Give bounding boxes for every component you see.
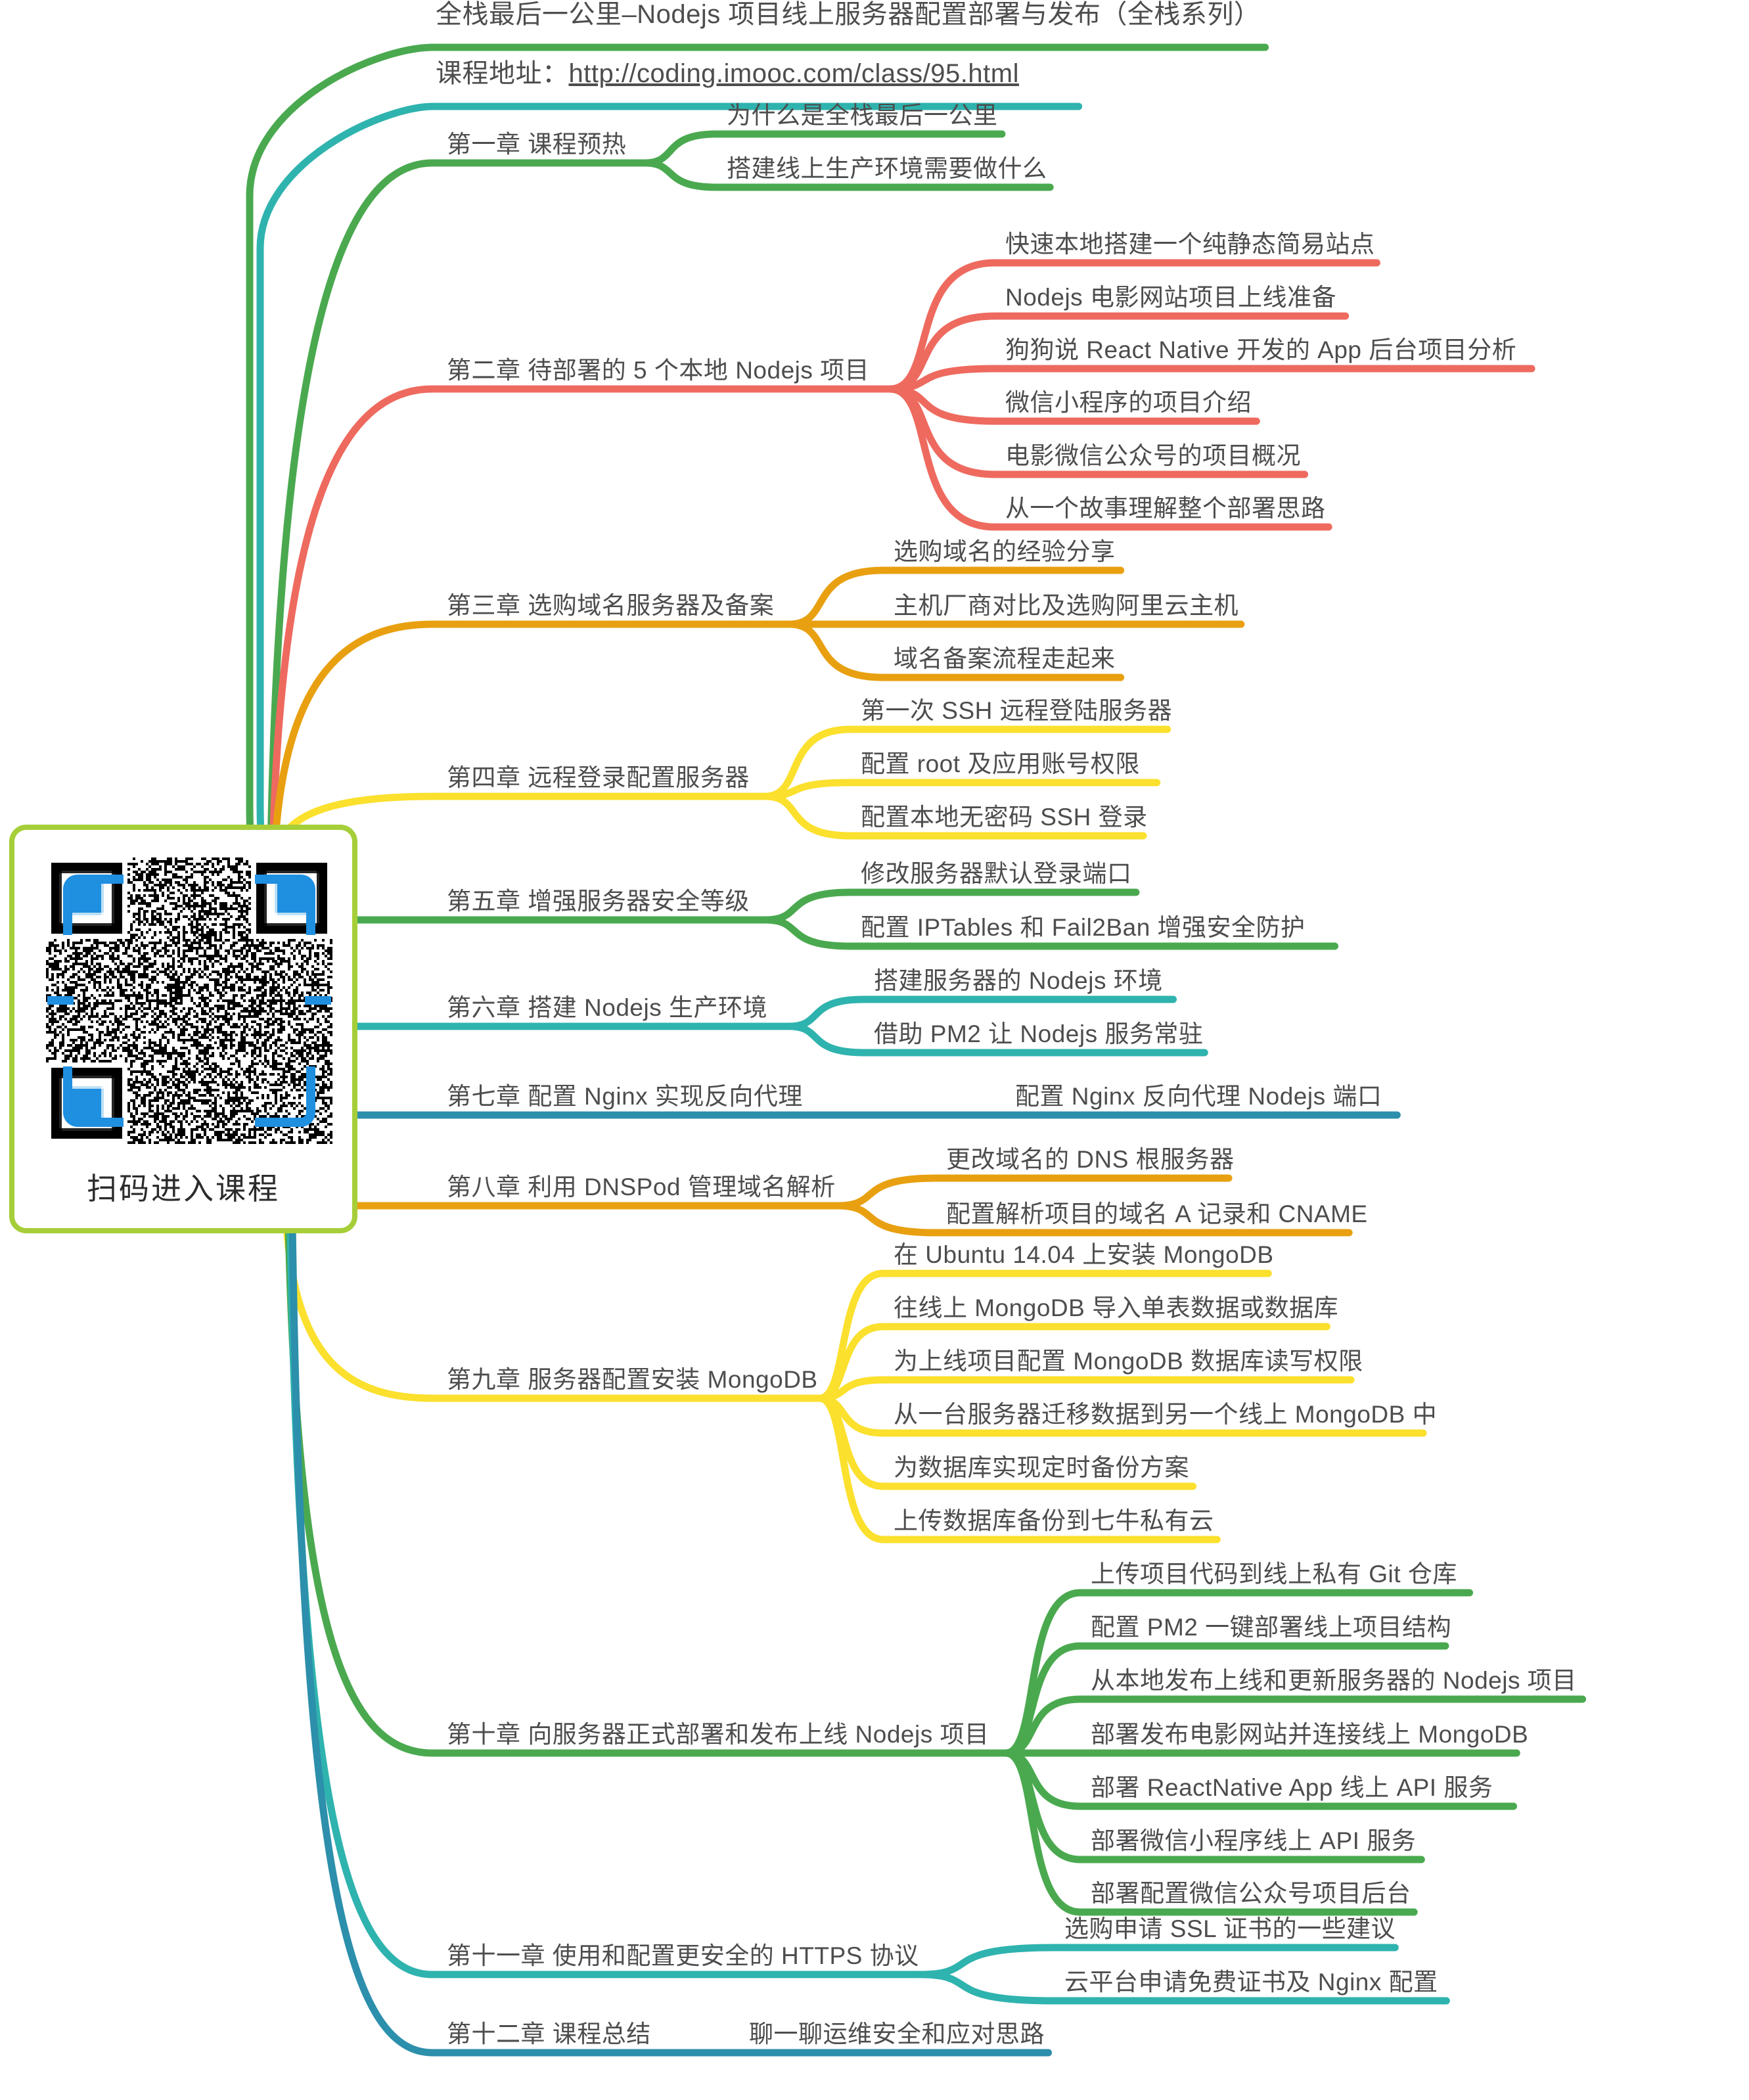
qr-bracket-top-right-icon bbox=[255, 875, 315, 935]
branch-line bbox=[1002, 1749, 1084, 1916]
branch-line bbox=[761, 792, 854, 840]
branch-line bbox=[641, 159, 720, 191]
qr-bracket-bottom-right-icon bbox=[255, 1066, 315, 1127]
branch-line bbox=[267, 159, 436, 856]
chapter-label-ch2: 第二章 待部署的 5 个本地 Nodejs 项目 bbox=[447, 357, 870, 384]
branch-line bbox=[816, 1394, 887, 1543]
item-label-ch9-6: 上传数据库备份到七牛私有云 bbox=[894, 1507, 1214, 1534]
item-label-ch9-1: 在 Ubuntu 14.04 上安装 MongoDB bbox=[894, 1241, 1274, 1268]
chapter-label-ch12: 第十二章 课程总结 bbox=[447, 2020, 651, 2047]
course-url-prefix: 课程地址： bbox=[436, 59, 569, 88]
chapter-label-ch5: 第五章 增强服务器安全等级 bbox=[447, 888, 750, 915]
branch-line bbox=[761, 916, 854, 950]
item-label-ch9-2: 往线上 MongoDB 导入单表数据或数据库 bbox=[894, 1294, 1339, 1321]
branch-line bbox=[916, 1944, 1058, 1978]
item-label-ch2-6: 从一个故事理解整个部署思路 bbox=[1005, 495, 1326, 522]
chapter-label-ch11: 第十一章 使用和配置更安全的 HTTPS 协议 bbox=[447, 1942, 919, 1969]
branch-line bbox=[785, 1022, 867, 1057]
qr-code-image bbox=[46, 857, 332, 1144]
branch-line bbox=[916, 1971, 1058, 2005]
qr-bracket-top-left-icon bbox=[63, 875, 124, 935]
item-label-ch7-1: 配置 Nginx 反向代理 Nodejs 端口 bbox=[1015, 1083, 1382, 1110]
chapter-label-ch7: 第七章 配置 Nginx 实现反向代理 bbox=[447, 1083, 803, 1110]
item-label-ch11-2: 云平台申请免费证书及 Nginx 配置 bbox=[1064, 1969, 1438, 1996]
item-label-ch3-3: 域名备案流程走起来 bbox=[894, 645, 1116, 672]
item-label-ch10-7: 部署配置微信公众号项目后台 bbox=[1091, 1880, 1411, 1907]
branch-line bbox=[283, 1221, 436, 1402]
item-label-ch4-1: 第一次 SSH 远程登陆服务器 bbox=[861, 697, 1173, 724]
item-label-ch2-4: 微信小程序的项目介绍 bbox=[1005, 389, 1252, 416]
chapter-label-ch8: 第八章 利用 DNSPod 管理域名解析 bbox=[447, 1174, 836, 1200]
item-label-ch10-1: 上传项目代码到线上私有 Git 仓库 bbox=[1091, 1561, 1457, 1587]
item-label-ch4-3: 配置本地无密码 SSH 登录 bbox=[861, 804, 1148, 831]
chapter-label-ch3: 第三章 选购域名服务器及备案 bbox=[447, 592, 775, 619]
item-label-ch2-5: 电影微信公众号的项目概况 bbox=[1005, 442, 1301, 469]
item-label-ch5-2: 配置 IPTables 和 Fail2Ban 增强安全防护 bbox=[861, 914, 1306, 941]
qr-bracket-bottom-left-icon bbox=[63, 1066, 124, 1127]
branch-line bbox=[641, 130, 720, 167]
item-label-ch2-2: Nodejs 电影网站项目上线准备 bbox=[1005, 284, 1336, 311]
item-label-ch9-3: 为上线项目配置 MongoDB 数据库读写权限 bbox=[894, 1348, 1363, 1375]
chapter-label-ch10: 第十章 向服务器正式部署和发布上线 Nodejs 项目 bbox=[447, 1721, 989, 1748]
qr-card-label: 扫码进入课程 bbox=[87, 1172, 280, 1206]
item-label-ch2-3: 狗狗说 React Native 开发的 App 后台项目分析 bbox=[1005, 336, 1517, 363]
chapter-label-ch4: 第四章 远程登录配置服务器 bbox=[447, 764, 750, 791]
branch-line bbox=[785, 620, 887, 681]
mindmap-title: 全栈最后一公里–Nodejs 项目线上服务器配置部署与发布（全栈系列） bbox=[436, 0, 1261, 29]
item-label-ch10-2: 配置 PM2 一键部署线上项目结构 bbox=[1091, 1614, 1452, 1641]
chapter-label-ch9: 第九章 服务器配置安装 MongoDB bbox=[447, 1366, 818, 1393]
item-label-ch5-1: 修改服务器默认登录端口 bbox=[861, 860, 1132, 887]
item-label-ch11-1: 选购申请 SSL 证书的一些建议 bbox=[1064, 1915, 1396, 1942]
item-label-ch9-5: 为数据库实现定时备份方案 bbox=[894, 1454, 1189, 1481]
branch-line bbox=[271, 620, 436, 856]
branch-line bbox=[785, 566, 887, 628]
branch-line bbox=[785, 995, 867, 1030]
branch-line bbox=[761, 888, 854, 924]
item-label-ch10-3: 从本地发布上线和更新服务器的 Nodejs 项目 bbox=[1091, 1667, 1577, 1694]
item-label-ch3-1: 选购域名的经验分享 bbox=[894, 538, 1116, 565]
qr-bracket-mid-right-icon bbox=[305, 996, 331, 1005]
chapter-label-ch1: 第一章 课程预热 bbox=[447, 131, 627, 158]
item-label-ch4-2: 配置 root 及应用账号权限 bbox=[861, 750, 1140, 777]
branch-line bbox=[288, 1221, 436, 2057]
qr-code-canvas bbox=[46, 857, 332, 1144]
course-url-link[interactable]: http://coding.imooc.com/class/95.html bbox=[568, 59, 1019, 88]
qr-card[interactable]: 扫码进入课程 bbox=[9, 825, 357, 1233]
branch-line bbox=[256, 103, 438, 856]
qr-bracket-mid-left-icon bbox=[47, 996, 74, 1005]
item-label-ch3-2: 主机厂商对比及选购阿里云主机 bbox=[894, 592, 1238, 619]
chapter-label-ch6: 第六章 搭建 Nodejs 生产环境 bbox=[447, 994, 768, 1021]
item-label-ch1-2: 搭建线上生产环境需要做什么 bbox=[727, 155, 1047, 182]
item-label-ch6-2: 借助 PM2 让 Nodejs 服务常驻 bbox=[874, 1020, 1204, 1047]
item-label-ch10-6: 部署微信小程序线上 API 服务 bbox=[1091, 1827, 1417, 1854]
branch-line bbox=[834, 1202, 940, 1237]
item-label-ch6-1: 搭建服务器的 Nodejs 环境 bbox=[874, 967, 1163, 994]
item-label-ch12-1: 聊一聊运维安全和应对思路 bbox=[749, 2020, 1045, 2047]
branch-line bbox=[269, 385, 436, 856]
item-label-ch10-5: 部署 ReactNative App 线上 API 服务 bbox=[1091, 1774, 1493, 1801]
item-label-ch8-2: 配置解析项目的域名 A 记录和 CNAME bbox=[946, 1200, 1368, 1227]
item-label-ch9-4: 从一台服务器迁移数据到另一个线上 MongoDB 中 bbox=[894, 1401, 1438, 1428]
branch-line bbox=[886, 385, 999, 478]
branch-line bbox=[834, 1174, 940, 1210]
branch-line bbox=[886, 385, 999, 531]
item-label-ch10-4: 部署发布电影网站并连接线上 MongoDB bbox=[1091, 1721, 1529, 1748]
item-label-ch2-1: 快速本地搭建一个纯静态简易站点 bbox=[1005, 231, 1375, 258]
course-url-row: 课程地址：http://coding.imooc.com/class/95.ht… bbox=[436, 60, 1019, 87]
item-label-ch1-1: 为什么是全栈最后一公里 bbox=[727, 102, 998, 129]
item-label-ch8-1: 更改域名的 DNS 根服务器 bbox=[946, 1146, 1235, 1173]
